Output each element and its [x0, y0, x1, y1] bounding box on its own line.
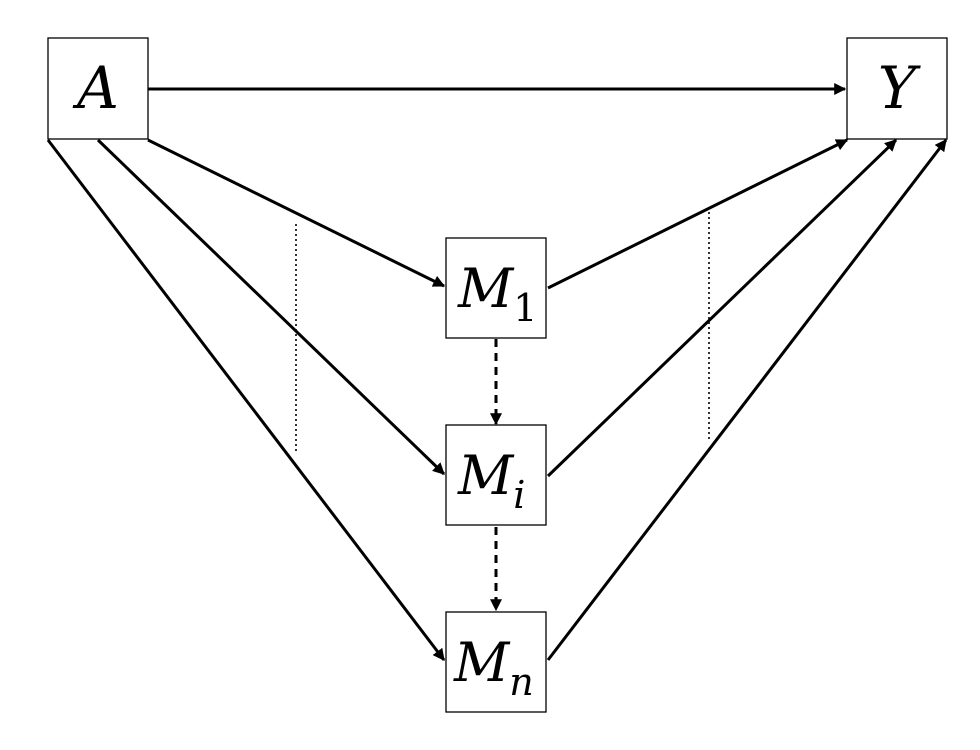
edge-a-to-mn: [46, 139, 446, 661]
edge-mn-to-y: [546, 139, 948, 661]
node-m1: M1: [445, 237, 547, 339]
node-mn-base: M: [453, 631, 511, 694]
node-mn-label: Mn: [453, 631, 534, 704]
node-mi-base: M: [457, 444, 515, 507]
node-a-label: A: [72, 54, 119, 122]
node-y-label: Y: [878, 54, 921, 122]
node-m1-box: [445, 237, 547, 339]
node-m1-label: M1: [457, 257, 537, 330]
node-a: A: [47, 37, 149, 140]
edge-a-to-m1: [147, 138, 446, 288]
edge-m1-to-y: [547, 138, 849, 290]
node-m1-base: M: [457, 257, 515, 320]
edge-a-to-mi: [96, 138, 446, 476]
node-mn-subscript: n: [509, 660, 533, 704]
edge-mi-to-y: [546, 138, 898, 478]
node-mn: Mn: [445, 611, 547, 713]
node-mi-label: Mi: [457, 444, 525, 517]
node-mn-box: [445, 611, 547, 713]
node-y-box: [846, 37, 948, 140]
node-mi-subscript: i: [513, 473, 525, 517]
node-y: Y: [846, 37, 948, 140]
node-a-box: [47, 37, 149, 140]
node-m1-subscript: 1: [513, 286, 537, 330]
node-mi: Mi: [445, 424, 547, 526]
node-mi-box: [445, 424, 547, 526]
